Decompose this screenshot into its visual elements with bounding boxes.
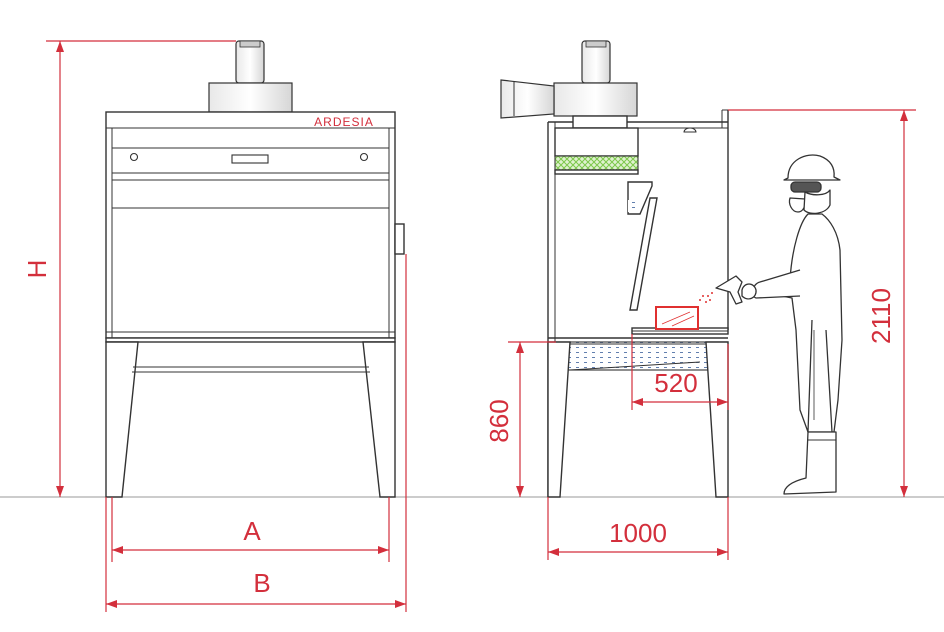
front-leg-right xyxy=(362,341,396,498)
side-baffle-plate xyxy=(629,197,658,311)
side-leg-front xyxy=(547,341,571,498)
side-exhaust-duct xyxy=(500,79,555,119)
operator-helmet xyxy=(783,154,841,181)
spray-mist xyxy=(699,292,713,303)
side-fan-housing xyxy=(553,82,638,117)
front-base-frame xyxy=(105,337,396,343)
operator-arm xyxy=(751,269,801,299)
dimensions: H A B 1000 860 2110 xyxy=(22,40,916,612)
front-indicator-right xyxy=(359,152,369,162)
operator-boot xyxy=(783,431,837,495)
front-fan-housing xyxy=(208,82,293,113)
front-switch-slot xyxy=(231,154,269,164)
operator-glove xyxy=(741,283,757,300)
front-view: ARDESIA xyxy=(105,40,405,498)
front-side-box xyxy=(394,223,405,255)
dimension-total-height-label: 2110 xyxy=(866,288,896,344)
workpiece xyxy=(655,306,699,330)
side-view xyxy=(500,40,729,498)
ceiling-filter xyxy=(554,155,639,171)
dimension-work-height-label: 860 xyxy=(484,399,514,442)
side-lamp xyxy=(683,127,697,133)
dimension-h-label: H xyxy=(22,260,52,279)
operator-figure xyxy=(715,154,843,495)
dimension-depth-label: 1000 xyxy=(609,518,667,548)
spray-gun xyxy=(715,275,743,305)
front-leg-left xyxy=(105,341,139,498)
front-cabinet xyxy=(105,111,396,339)
brand-label: ARDESIA xyxy=(314,115,374,129)
dimension-a-label: A xyxy=(243,516,261,546)
dimension-b-label: B xyxy=(253,568,270,598)
operator-goggles xyxy=(790,181,822,193)
front-indicator-left xyxy=(129,152,139,162)
operator-respirator xyxy=(788,197,806,213)
side-leg-back xyxy=(705,341,729,498)
dimension-grating-depth-label: 520 xyxy=(654,368,697,398)
